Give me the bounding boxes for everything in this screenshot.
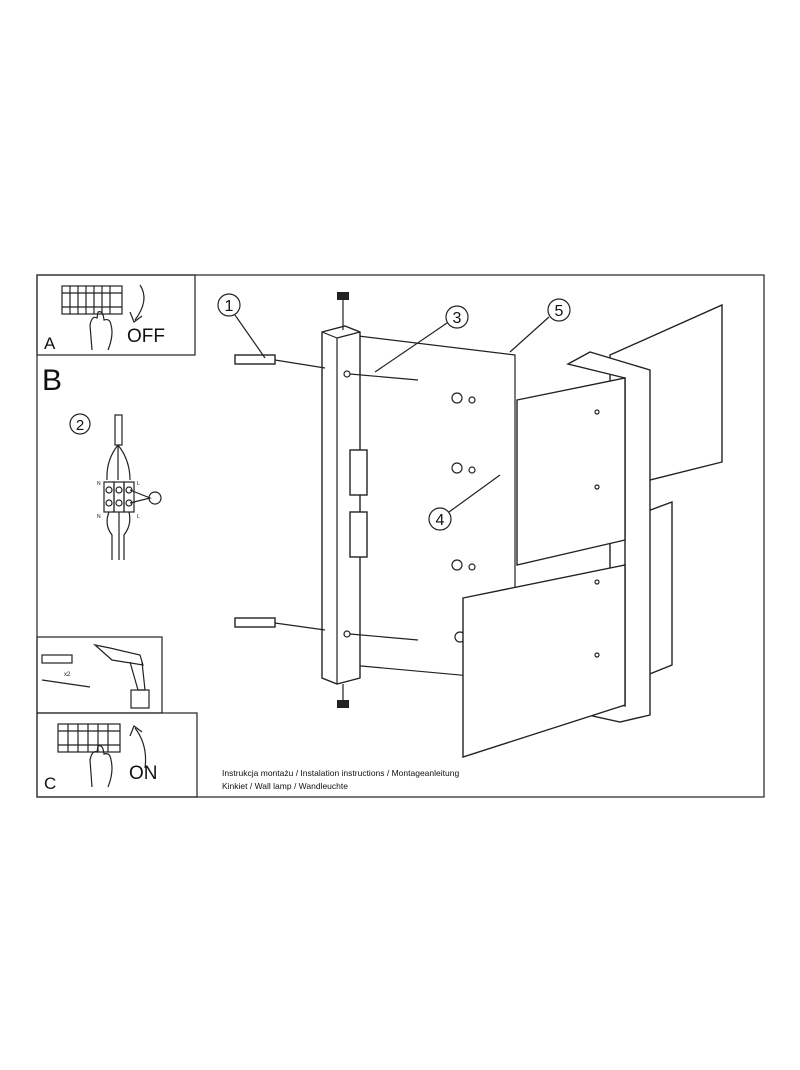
wall-plug-icon: [234, 617, 326, 631]
callout-1: 1: [217, 293, 266, 359]
screw-icon: [337, 292, 349, 330]
caption-line-1: Instrukcja montażu / Instalation instruc…: [222, 768, 459, 778]
wall-plug-icon: [41, 654, 73, 664]
wiring-terminal-diagram: N L N L: [97, 414, 162, 560]
caption-line-2: Kinkiet / Wall lamp / Wandleuchte: [222, 781, 348, 791]
screw-icon: [343, 630, 419, 641]
screw-icon: [41, 679, 91, 688]
mounting-bracket: [321, 325, 368, 685]
step-b-letter: B: [42, 364, 62, 397]
callout-4-number: 4: [436, 512, 445, 529]
lamp-body: [462, 303, 723, 758]
hand-icon: [89, 745, 113, 788]
arrow-icon: [129, 284, 145, 323]
callout-5: 5: [509, 298, 571, 353]
step-c-on-label: ON: [129, 763, 158, 784]
callout-3-number: 3: [453, 310, 462, 327]
wall-plate: [349, 334, 516, 681]
terminal-n-label: N: [97, 514, 101, 520]
step-c-letter: C: [44, 774, 56, 793]
diagram-frame: [36, 274, 765, 798]
wiring-callout: 2: [76, 417, 84, 434]
step-a-letter: A: [44, 334, 56, 353]
step-a-box: [36, 274, 196, 356]
screw-icon: [343, 370, 419, 381]
callout-5-number: 5: [555, 303, 564, 320]
callout-3: 3: [374, 305, 469, 373]
step-a-off-label: OFF: [127, 326, 165, 347]
hand-icon: [89, 311, 113, 351]
screw-icon: [337, 684, 349, 708]
drill-icon: [92, 643, 150, 709]
nut-icon: [451, 392, 476, 643]
earth-ground-icon: [148, 491, 162, 505]
terminal-l-label: L: [137, 481, 140, 487]
callout-1-number: 1: [225, 298, 234, 315]
callout-4: 4: [428, 474, 501, 531]
arrow-icon: [129, 725, 147, 769]
terminal-n-label: N: [97, 481, 101, 487]
breaker-switch-icon: [57, 723, 121, 753]
breaker-switch-icon: [61, 285, 123, 315]
step-c-box: [36, 712, 198, 798]
wall-plug-icon: [234, 354, 326, 369]
terminal-l-label: L: [137, 514, 140, 520]
quantity-label: x2: [64, 672, 71, 678]
